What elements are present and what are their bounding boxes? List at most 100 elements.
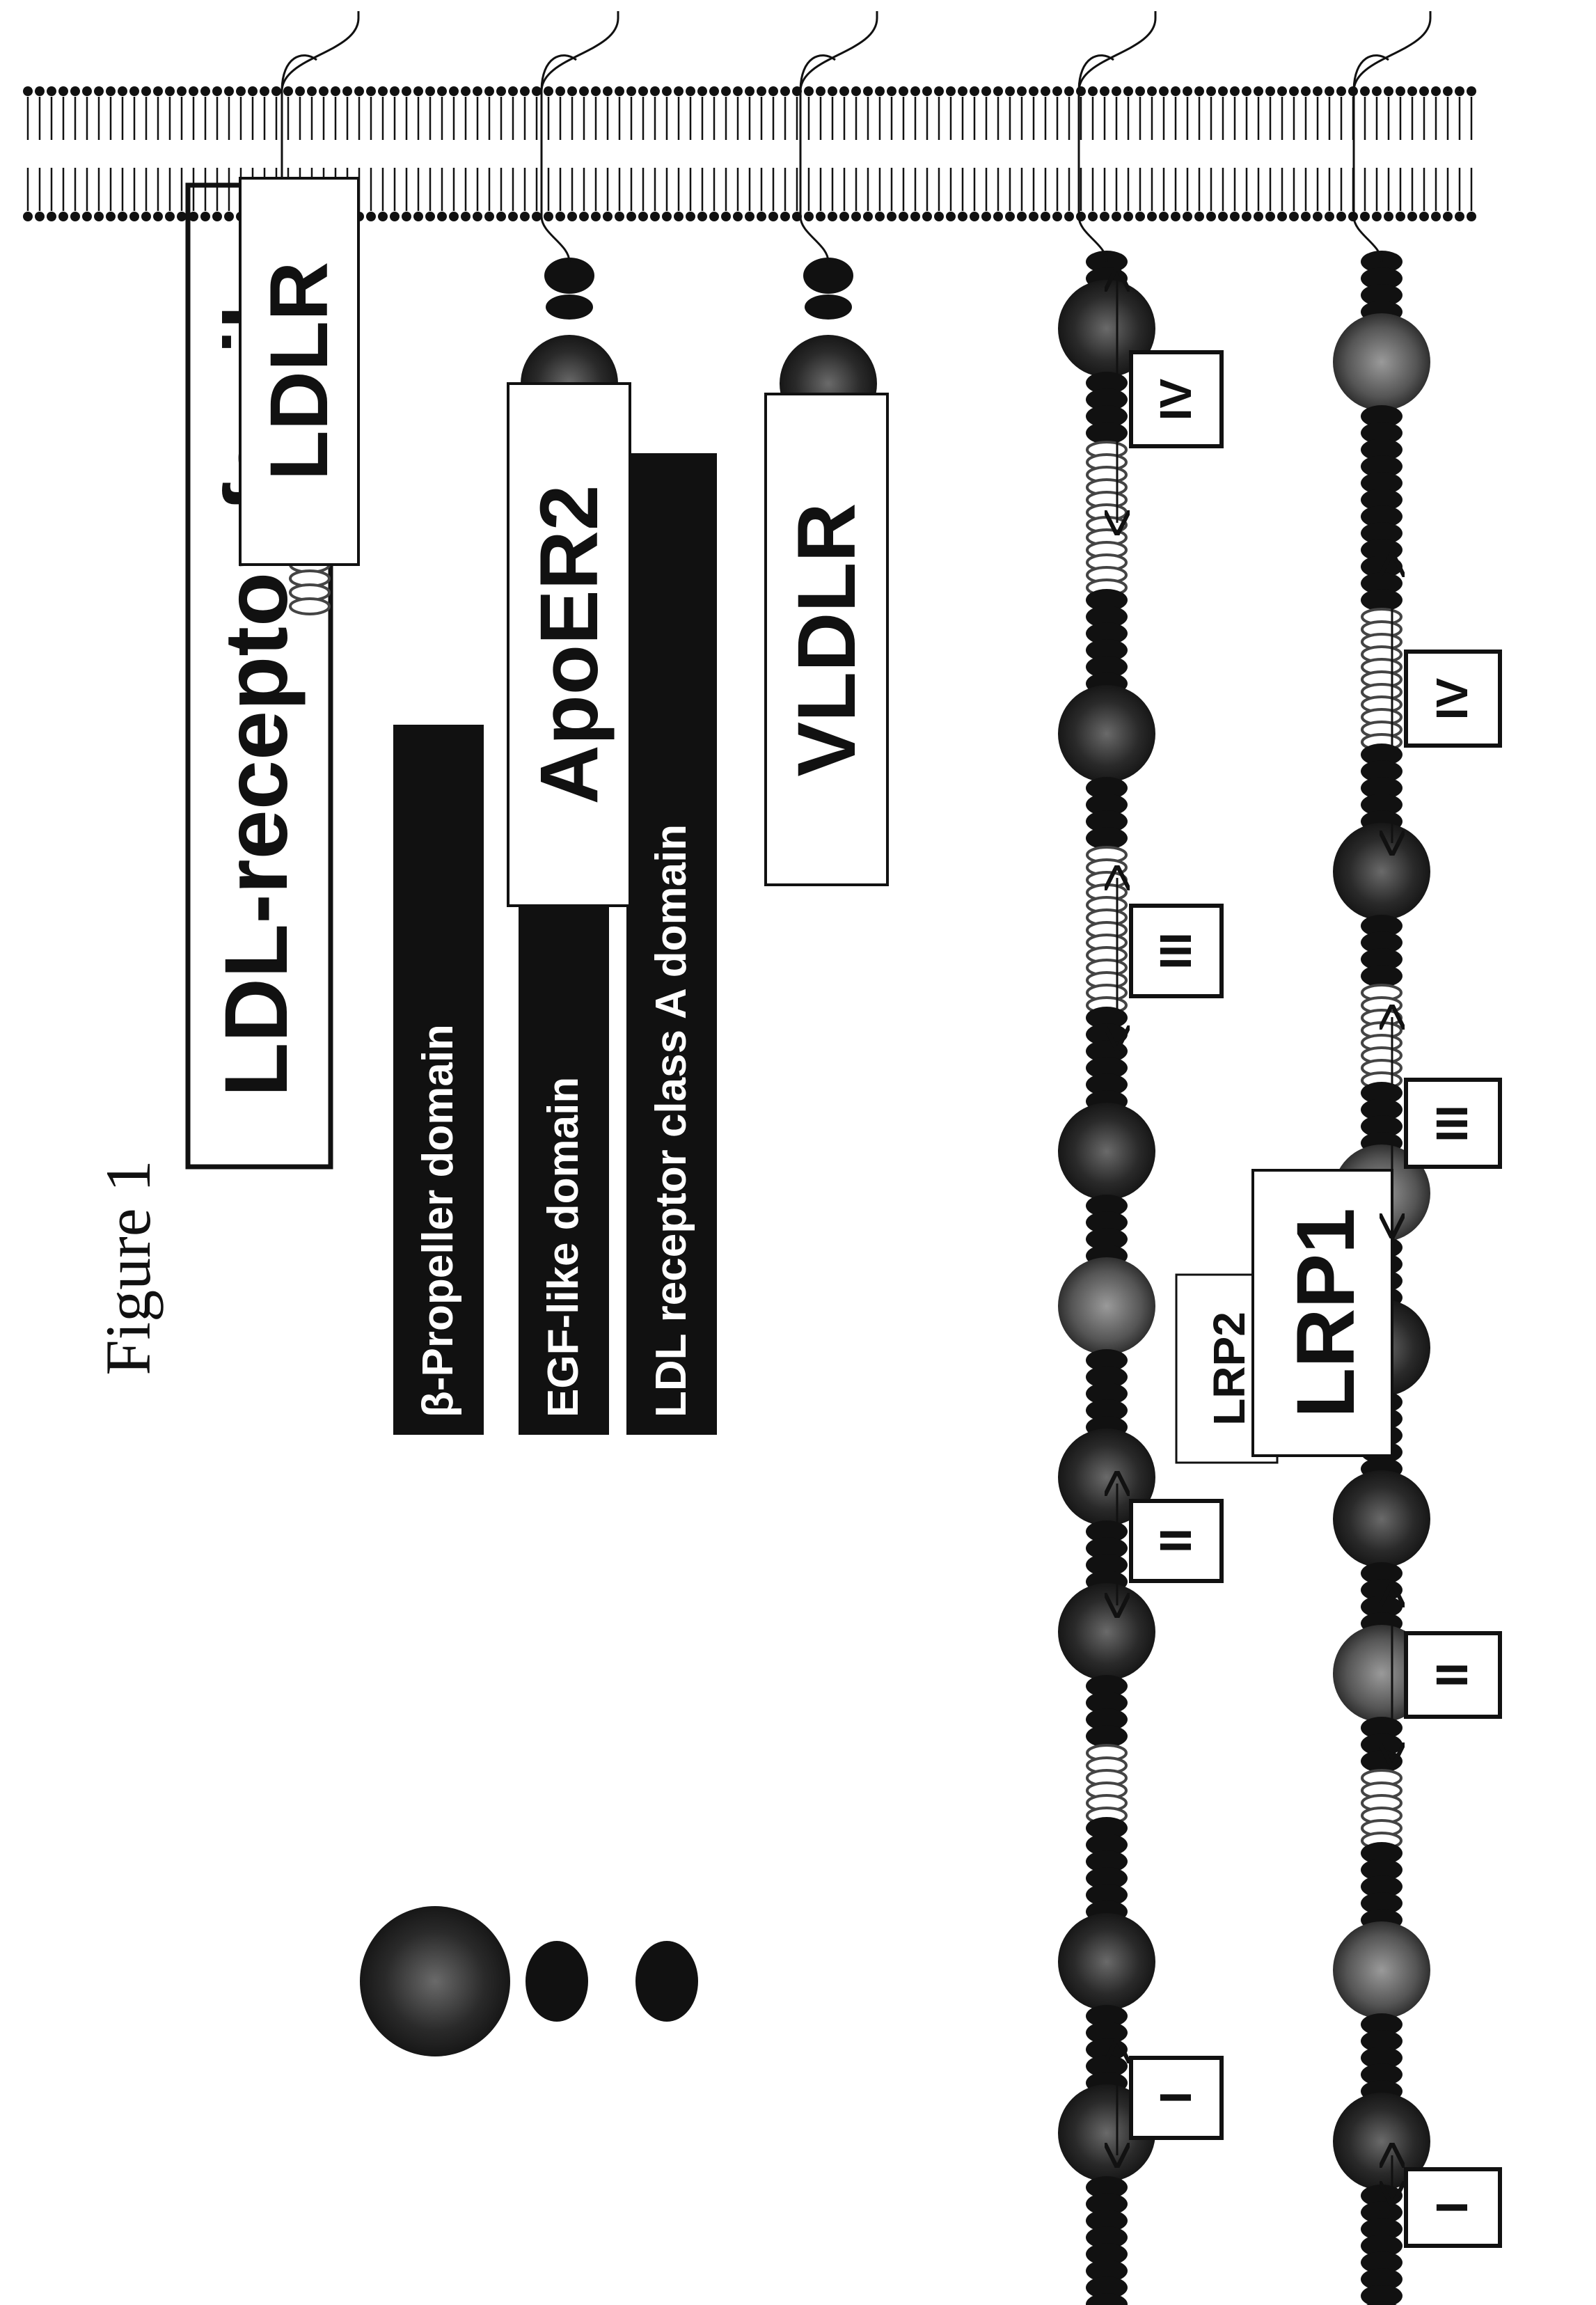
lipid-head [1171,86,1180,96]
lipid-head [1467,212,1476,221]
lipid-head [1301,212,1311,221]
lipid-head [177,212,187,221]
lipid-head [484,86,494,96]
lipid-head [851,86,861,96]
lipid-head [295,86,305,96]
lipid-head [378,212,388,221]
lipid-head [697,212,707,221]
lipid-head [887,212,896,221]
lipid-head [970,86,979,96]
lipid-head [1443,212,1453,221]
lipid-head [958,212,967,221]
lipid-head [1277,212,1287,221]
lipid-head [1230,212,1240,221]
lipid-head [828,86,837,96]
lipid-head [615,86,624,96]
propeller-domain [1058,685,1155,782]
lipid-head [402,212,411,221]
legend-propeller-icon [360,1906,510,2056]
lipid-head [342,86,352,96]
lipid-head [851,212,861,221]
lipid-head [804,212,814,221]
lipid-head [839,212,849,221]
lipid-head [733,212,743,221]
lipid-head [1325,86,1334,96]
lipid-head [804,86,814,96]
lipid-head [1218,86,1228,96]
lipid-head [1100,212,1109,221]
lipid-head [1265,86,1275,96]
lipid-head [745,86,754,96]
lipid-head [839,86,849,96]
ldlr-label: LDLR [253,262,345,481]
lipid-head [1076,86,1086,96]
lipid-head [721,86,731,96]
lipid-head [993,86,1003,96]
lipid-head [1360,212,1370,221]
lipid-head [1230,86,1240,96]
lipid-head [1017,212,1027,221]
lipid-head [899,212,908,221]
lipid-head [1206,212,1216,221]
lipid-head [449,212,459,221]
lipid-head [1313,86,1322,96]
lipid-head [993,212,1003,221]
lrp1-cluster-2-numeral: II [1427,1662,1477,1688]
lipid-head [591,86,601,96]
lipid-head [1064,212,1074,221]
lipid-head [674,86,684,96]
lipid-head [413,212,423,221]
lipid-head [248,86,258,96]
lipid-head [828,212,837,221]
lipid-head [106,86,116,96]
lipid-head [437,212,447,221]
lipid-head [153,86,163,96]
lipid-head [1301,86,1311,96]
lipid-head [1147,212,1157,221]
lipid-head [1384,212,1393,221]
egf-domain [805,294,852,320]
ldla-domain [290,599,329,614]
lipid-head [958,86,967,96]
lipid-head [721,212,731,221]
lipid-head [1242,212,1251,221]
lipid-head [94,86,104,96]
lipid-head [58,212,68,221]
lipid-head [129,86,139,96]
propeller-domain [1058,1103,1155,1200]
lipid-head [863,212,873,221]
lipid-head [532,212,542,221]
lipid-head [662,212,672,221]
legend-ldla-label: LDL receptor class A domain [647,824,695,1417]
lipid-head [1360,86,1370,96]
lipid-head [697,86,707,96]
lipid-head [153,212,163,221]
lipid-head [532,86,542,96]
lipid-head [118,212,127,221]
lipid-head [1029,212,1038,221]
lipid-head [1455,212,1464,221]
lipid-head [662,86,672,96]
lipid-head [390,212,400,221]
lipid-head [922,212,932,221]
lipid-head [1254,212,1263,221]
lipid-head [212,212,222,221]
lipid-head [709,86,719,96]
lipid-head [484,212,494,221]
lipid-head [1194,86,1204,96]
lipid-head [1041,212,1050,221]
lipid-head [1076,212,1086,221]
lipid-head [200,86,210,96]
propeller-domain [1058,1583,1155,1681]
lipid-head [271,86,281,96]
lrp1-cluster-3-numeral: III [1427,1105,1477,1142]
lipid-head [733,86,743,96]
lipid-head [757,86,766,96]
lipid-head [1123,212,1133,221]
lipid-head [94,212,104,221]
lipid-head [768,86,778,96]
lipid-head [413,86,423,96]
lipid-head [496,212,506,221]
lipid-head [1112,86,1121,96]
lipid-head [863,86,873,96]
